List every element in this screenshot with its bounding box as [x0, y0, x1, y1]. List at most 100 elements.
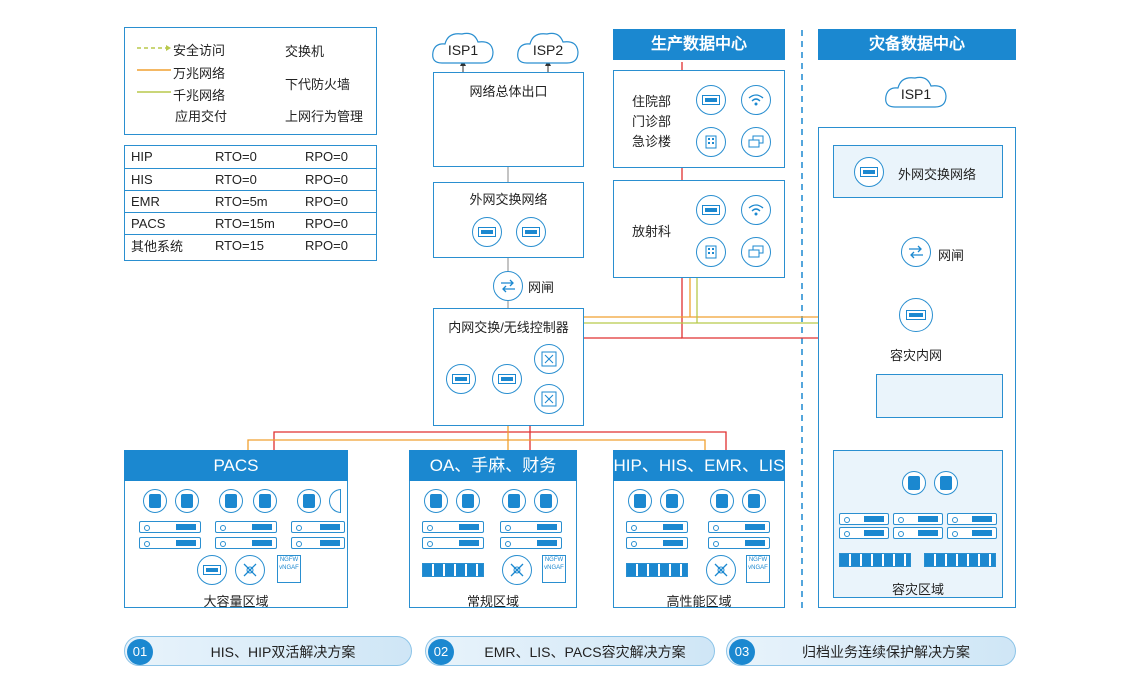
wifi-icon — [741, 195, 771, 225]
legend-label-1g: 千兆网络 — [173, 88, 226, 103]
dr-dc-title: 灾备数据中心 — [818, 29, 1016, 60]
server-icon — [422, 537, 484, 549]
server-icon — [139, 521, 201, 533]
switch-icon — [696, 85, 726, 115]
solution-01[interactable]: 01 HIS、HIP双活解决方案 — [124, 636, 412, 666]
vm-icon — [502, 489, 526, 513]
storage-icon — [924, 553, 996, 567]
dr-internal-box — [876, 374, 1003, 418]
dr-gateway-icon — [901, 237, 931, 267]
red-zone-bus — [273, 431, 727, 450]
solution-02-label: EMR、LIS、PACS容灾解决方案 — [484, 644, 686, 660]
legend-label-adc: 应用交付 — [175, 109, 228, 124]
server-icon — [626, 537, 688, 549]
terminal-icon — [741, 237, 771, 267]
solution-02-number: 02 — [428, 639, 454, 665]
load-balancer-icon — [706, 555, 736, 585]
dr-isp-cloud: ISP1 — [883, 74, 949, 110]
server-icon — [947, 527, 997, 539]
wireless-controller-icon — [534, 384, 564, 414]
vm-icon — [456, 489, 480, 513]
server-icon — [839, 527, 889, 539]
switch-icon — [446, 364, 476, 394]
dr-isp-label: ISP1 — [900, 86, 932, 102]
server-icon — [422, 521, 484, 533]
switch-icon — [696, 195, 726, 225]
legend-label-10g: 万兆网络 — [173, 66, 226, 81]
vm-icon — [143, 489, 167, 513]
vm-icon — [742, 489, 766, 513]
server-icon — [291, 521, 345, 533]
server-icon — [215, 537, 277, 549]
dept-inpatient: 住院部 — [632, 94, 672, 109]
wireless-controller-icon — [534, 344, 564, 374]
server-icon — [708, 537, 770, 549]
vm-icon — [902, 471, 926, 495]
vm-icon — [660, 489, 684, 513]
server-icon — [708, 521, 770, 533]
dr-external-switch-label: 外网交换网络 — [898, 167, 977, 182]
gateway-label: 网闸 — [528, 280, 555, 295]
dr-gateway-label: 网闸 — [938, 248, 965, 263]
building-icon — [696, 127, 726, 157]
egress-box: 网络总体出口 — [433, 72, 584, 167]
dr-zone-label: 容灾区域 — [891, 582, 944, 597]
load-balancer-icon — [502, 555, 532, 585]
gateway-icon — [493, 271, 523, 301]
dr-core-switch-icon — [899, 298, 933, 332]
terminal-icon — [741, 127, 771, 157]
solution-01-label: HIS、HIP双活解决方案 — [210, 644, 356, 660]
dr-external-switch-box: 外网交换网络 — [833, 145, 1003, 198]
server-icon — [215, 521, 277, 533]
production-block-1: 住院部 门诊部 急诊楼 — [613, 70, 785, 168]
external-switch-box: 外网交换网络 — [433, 182, 584, 258]
external-switch-label: 外网交换网络 — [469, 192, 548, 207]
vm-icon — [934, 471, 958, 495]
vm-icon — [628, 489, 652, 513]
switch-icon — [492, 364, 522, 394]
building-icon — [696, 237, 726, 267]
zone-hip-title: HIP、HIS、EMR、LIS — [613, 450, 785, 481]
isp1-cloud: ISP1 — [430, 30, 496, 66]
server-icon — [500, 537, 562, 549]
isp1-label: ISP1 — [447, 42, 479, 58]
dr-internal-label: 容灾内网 — [890, 348, 943, 363]
storage-icon — [626, 563, 688, 577]
vm-icon — [534, 489, 558, 513]
vm-icon — [253, 489, 277, 513]
egress-label: 网络总体出口 — [469, 84, 548, 99]
legend-box: 安全访问 万兆网络 千兆网络 应用交付 交换机 下代防火墙 上网行为管理 — [124, 27, 377, 135]
server-icon — [947, 513, 997, 525]
solution-03[interactable]: 03 归档业务连续保护解决方案 — [726, 636, 1016, 666]
legend-label-secure: 安全访问 — [173, 43, 226, 58]
dept-radiology: 放射科 — [632, 224, 672, 239]
legend-switch: 交换机 — [285, 44, 325, 59]
internal-switch-box: 内网交换/无线控制器 — [433, 308, 584, 426]
solution-02[interactable]: 02 EMR、LIS、PACS容灾解决方案 — [425, 636, 715, 666]
vm-icon — [424, 489, 448, 513]
solution-03-label: 归档业务连续保护解决方案 — [802, 644, 970, 660]
vm-icon — [297, 489, 321, 513]
solution-01-number: 01 — [127, 639, 153, 665]
switch-icon — [197, 555, 227, 585]
switch-icon — [516, 217, 546, 247]
wifi-icon — [741, 85, 771, 115]
dept-outpatient: 门诊部 — [632, 114, 672, 129]
server-icon — [893, 527, 943, 539]
server-icon — [500, 521, 562, 533]
orange-zone-bus — [247, 439, 706, 450]
production-block-2: 放射科 — [613, 180, 785, 278]
server-icon — [839, 513, 889, 525]
